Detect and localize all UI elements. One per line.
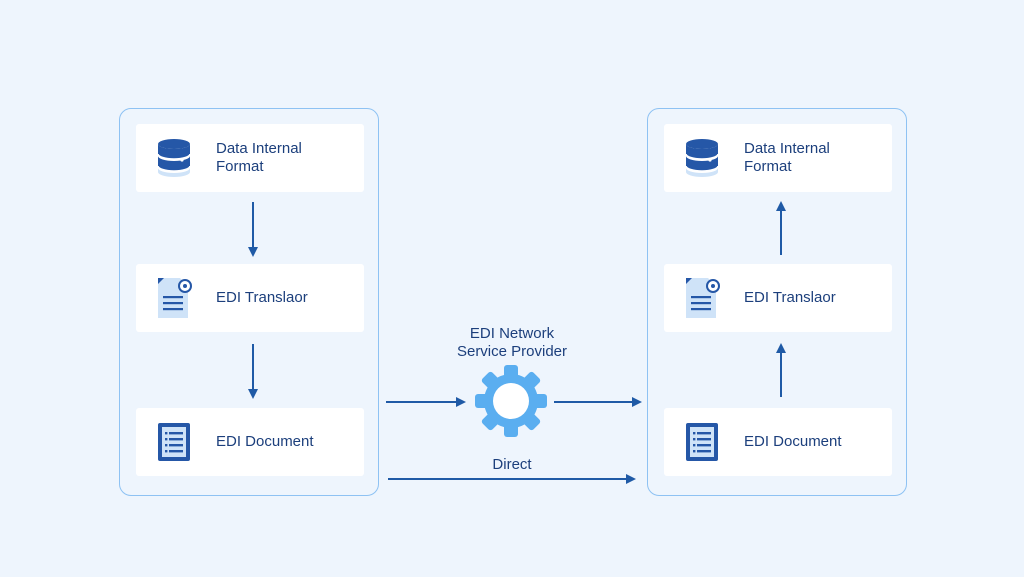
card-label: EDI Document — [216, 433, 314, 450]
receiver-edi-translator-card: EDI Translaor — [664, 264, 892, 332]
gear-icon — [475, 365, 547, 437]
card-label: Data Internal Format — [744, 140, 830, 175]
document-list-icon — [154, 420, 194, 464]
receiver-edi-document-card: EDI Document — [664, 408, 892, 476]
document-gear-icon — [154, 276, 194, 320]
card-label: EDI Translaor — [744, 289, 836, 306]
card-label: EDI Document — [744, 433, 842, 450]
direct-label: Direct — [492, 456, 532, 473]
sender-edi-translator-card: EDI Translaor — [136, 264, 364, 332]
document-list-icon — [682, 420, 722, 464]
receiver-panel: Data Internal Format EDI Translaor — [647, 108, 907, 496]
card-label: Data Internal Format — [216, 140, 302, 175]
document-gear-icon — [682, 276, 722, 320]
network-label: EDI Network Service Provider — [456, 325, 568, 360]
database-icon — [154, 136, 194, 180]
database-icon — [682, 136, 722, 180]
sender-edi-document-card: EDI Document — [136, 408, 364, 476]
card-label: EDI Translaor — [216, 289, 308, 306]
sender-data-internal-format-card: Data Internal Format — [136, 124, 364, 192]
sender-panel: Data Internal Format EDI Translaor — [119, 108, 379, 496]
receiver-data-internal-format-card: Data Internal Format — [664, 124, 892, 192]
